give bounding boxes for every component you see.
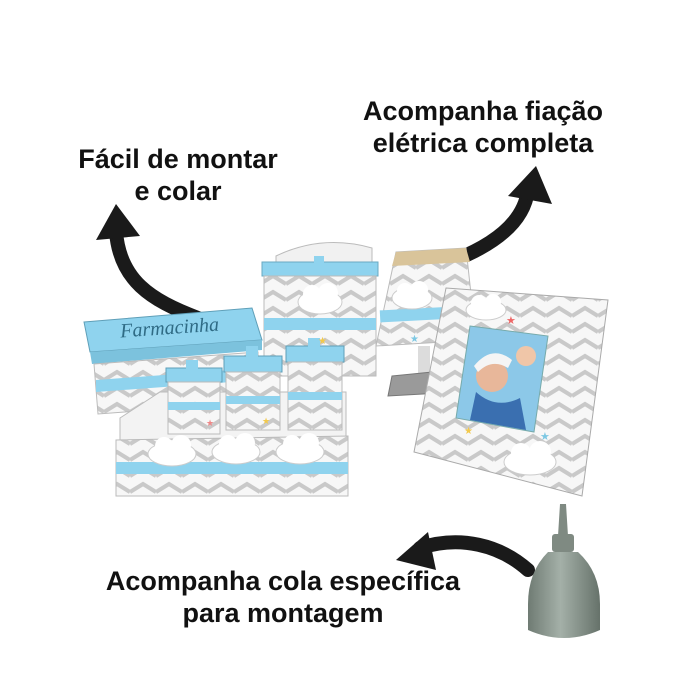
svg-text:★: ★ — [540, 431, 550, 443]
jar-3 — [285, 338, 345, 431]
caption-line: para montagem — [182, 597, 384, 628]
cloud-icon — [275, 433, 325, 465]
svg-text:★: ★ — [506, 315, 516, 327]
photo-frame: ★ ★ ★ — [413, 287, 609, 497]
svg-text:★: ★ — [464, 426, 473, 437]
arrow-icon-left — [96, 204, 205, 325]
cloud-icon — [297, 283, 343, 315]
svg-text:★: ★ — [206, 418, 214, 428]
cloud-icon — [391, 281, 433, 310]
glue-bottle — [528, 504, 600, 638]
jar-2 — [223, 346, 283, 431]
cloud-icon — [147, 435, 197, 467]
svg-text:★: ★ — [318, 336, 327, 347]
tall-box — [261, 242, 379, 377]
caption-line: Fácil de montar — [78, 144, 278, 174]
caption-easy-assembly: Fácil de montar e colar — [58, 144, 298, 208]
caption-line: elétrica completa — [372, 127, 594, 158]
cloud-icon — [211, 433, 261, 465]
cloud-icon — [503, 441, 557, 476]
svg-text:★: ★ — [262, 416, 270, 426]
arrow-icon-right — [448, 166, 552, 267]
caption-line: Acompanha fiação — [362, 96, 604, 126]
caption-electrical-wiring: Acompanha fiação elétrica completa — [342, 96, 624, 160]
cloud-icon — [465, 294, 507, 321]
arrow-icon-bottom — [396, 532, 535, 577]
star-icon: ★ ★ ★ ★ — [206, 334, 419, 428]
caption-line: e colar — [134, 175, 222, 206]
svg-text:★: ★ — [410, 334, 419, 345]
caption-line: Acompanha cola específica — [105, 566, 461, 596]
caption-glue-included: Acompanha cola específica para montagem — [78, 566, 488, 630]
jar-1 — [165, 360, 223, 435]
